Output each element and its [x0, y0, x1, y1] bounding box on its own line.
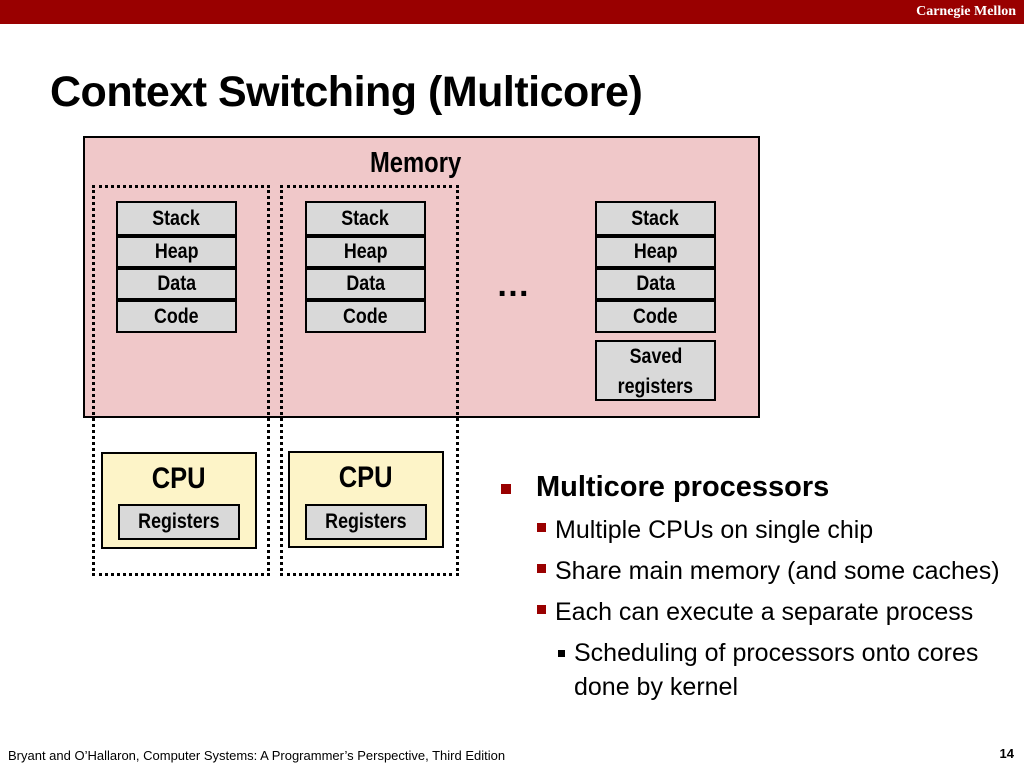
saved-registers: Saved registers: [595, 340, 716, 401]
process-3-stack: Stack: [595, 201, 716, 236]
process-group-1: [92, 185, 270, 576]
process-2-code: Code: [305, 300, 426, 333]
header-bar: Carnegie Mellon: [0, 0, 1024, 24]
bullet-subsub-line2: done by kernel: [574, 673, 739, 701]
cpu-1-box: CPU Registers: [101, 452, 257, 549]
bullet-sub-1: Multiple CPUs on single chip: [555, 516, 874, 544]
footer-citation: Bryant and O’Hallaron, Computer Systems:…: [8, 748, 506, 763]
cpu-1-registers: Registers: [118, 504, 240, 540]
process-1-data: Data: [116, 268, 237, 300]
page-number: 14: [999, 746, 1014, 761]
process-2-stack: Stack: [305, 201, 426, 236]
brand-label: Carnegie Mellon: [916, 4, 1016, 19]
process-group-2: [280, 185, 459, 576]
process-1-code: Code: [116, 300, 237, 333]
process-3-heap: Heap: [595, 236, 716, 268]
process-1-stack: Stack: [116, 201, 237, 236]
slide-title: Context Switching (Multicore): [50, 68, 643, 116]
sub-bullet-square-icon: [537, 523, 546, 532]
process-3-data: Data: [595, 268, 716, 300]
cpu-2-box: CPU Registers: [288, 451, 444, 548]
more-processes-ellipsis: …: [496, 266, 530, 304]
subsub-bullet-square-icon: [558, 650, 565, 657]
cpu-2-label: CPU: [339, 461, 393, 494]
bullet-sub-3: Each can execute a separate process: [555, 598, 974, 626]
bullet-sub-2: Share main memory (and some caches): [555, 557, 1000, 585]
cpu-2-registers: Registers: [305, 504, 427, 540]
process-1-heap: Heap: [116, 236, 237, 268]
bullet-square-icon: [501, 484, 511, 494]
process-2-heap: Heap: [305, 236, 426, 268]
bullet-main: Multicore processors: [536, 471, 830, 503]
process-3-code: Code: [595, 300, 716, 333]
sub-bullet-square-icon: [537, 564, 546, 573]
bullet-subsub-line1: Scheduling of processors onto cores: [574, 639, 979, 667]
process-2-data: Data: [305, 268, 426, 300]
sub-bullet-square-icon: [537, 605, 546, 614]
memory-label: Memory: [370, 147, 462, 179]
cpu-1-label: CPU: [152, 462, 206, 495]
